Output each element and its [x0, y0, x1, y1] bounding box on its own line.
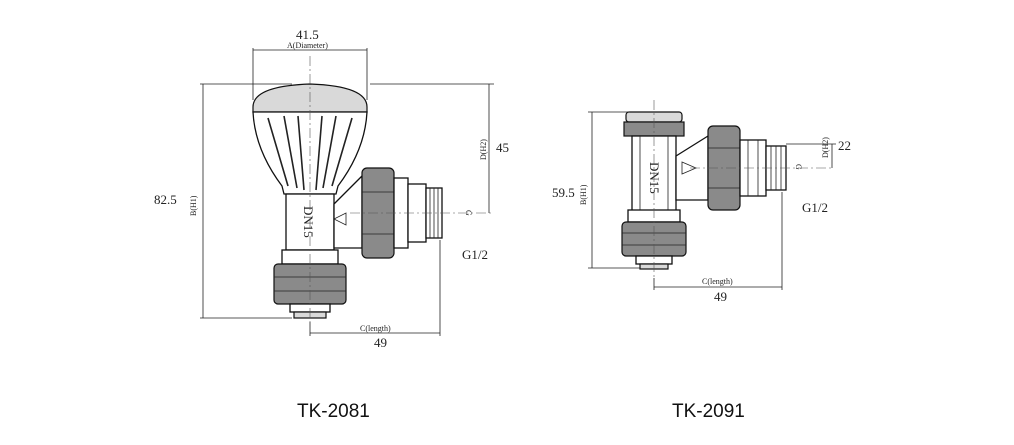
- flow-arrow: [333, 212, 347, 226]
- thread-small: G: [464, 210, 473, 216]
- handle-ribs: [267, 115, 353, 191]
- drop-label: D(H2): [479, 139, 488, 160]
- length-value: 49: [374, 335, 387, 350]
- length-value-2: 49: [714, 289, 727, 304]
- model-label-tk-2091: TK-2091: [672, 401, 745, 422]
- diameter-value: 41.5: [296, 27, 319, 42]
- thread-value-2: G1/2: [802, 200, 828, 215]
- valve-tk-2091: DN15 59.5 B(H1) 22 D(H2) G1/2 G C(length…: [552, 100, 851, 422]
- valve-tk-2081: DN15 41.5 A(Diameter) 82.5 B(H1) 45 D(H2…: [154, 27, 509, 422]
- drop-value: 45: [496, 140, 509, 155]
- height-label: B(H1): [189, 195, 198, 216]
- drop-label-2: D(H2): [821, 137, 830, 158]
- length-label-2: C(length): [702, 277, 733, 286]
- thread-small-2: G: [794, 164, 803, 170]
- flow-arrow-2: [681, 161, 698, 175]
- diameter-label: A(Diameter): [287, 41, 328, 50]
- length-label: C(length): [360, 324, 391, 333]
- height-value-2: 59.5: [552, 185, 575, 200]
- thread-value: G1/2: [462, 247, 488, 262]
- height-value: 82.5: [154, 192, 177, 207]
- height-label-2: B(H1): [579, 184, 588, 205]
- valve-marking-tk-2091: DN15: [647, 162, 662, 194]
- model-label-tk-2081: TK-2081: [297, 401, 370, 422]
- valve-marking-tk-2081: DN15: [301, 206, 316, 238]
- drop-value-2: 22: [838, 138, 851, 153]
